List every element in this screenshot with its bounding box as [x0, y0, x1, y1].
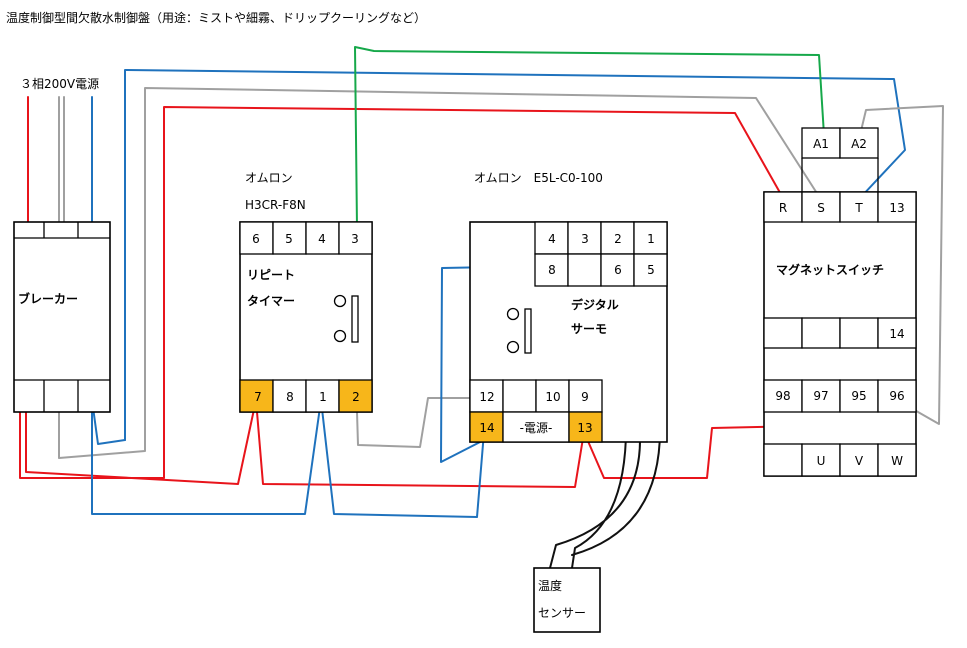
magnet-terminal-a2: A2 [851, 137, 867, 151]
thermo-terminal-13: 13 [577, 421, 592, 435]
thermo-power-label: -電源- [520, 421, 553, 435]
thermo-terminal-6: 6 [614, 263, 622, 277]
wire-red-phase [27, 96, 784, 233]
magnet-terminal-u: U [817, 454, 826, 468]
temperature-sensor: 温度 センサー [533, 567, 601, 633]
timer-maker: オムロン [245, 171, 293, 185]
timer-terminal-8: 8 [286, 390, 294, 404]
magnet-terminal-95: 95 [851, 389, 866, 403]
timer-model: H3CR-F8N [245, 198, 306, 212]
magnet-terminal-96: 96 [889, 389, 904, 403]
breaker-label: ブレーカー [18, 291, 78, 306]
thermo-terminal-8: 8 [548, 263, 556, 277]
magnet-mid-row: 14 [763, 317, 917, 349]
timer-label-1: リピート [247, 268, 295, 282]
thermo-terminal-2: 2 [614, 232, 622, 246]
timer-terminal-5: 5 [285, 232, 293, 246]
power-label: ３相200V電源 [20, 77, 99, 91]
timer-terminal-2: 2 [352, 390, 360, 404]
thermo-terminal-3: 3 [581, 232, 589, 246]
magnet-top-terminals: R S T 13 [763, 191, 917, 223]
thermo-bottom-terminals: 12 10 9 14 -電源- 13 [469, 379, 603, 443]
sensor-label-2: センサー [538, 606, 586, 620]
thermo-label-2: サーモ [571, 322, 607, 336]
wire-gray-feed [58, 399, 146, 459]
timer-relay-contact [333, 294, 359, 343]
diagram-title: 温度制御型間欠散水制御盤（用途：ミストや細霧、ドリップクーリングなど） [6, 10, 426, 25]
magnet-label: マグネットスイッチ [776, 262, 884, 277]
magnet-terminal-97: 97 [813, 389, 828, 403]
magnet-aux-terminals: 98 97 95 96 [763, 379, 917, 413]
magnet-terminal-s: S [817, 201, 825, 215]
thermo-terminal-1: 1 [647, 232, 655, 246]
timer-terminal-4: 4 [318, 232, 326, 246]
magnet-switch: A1 A2 R S T 13 マグネットスイッチ 14 98 [763, 127, 917, 477]
wire-blue-phase [91, 69, 906, 441]
wire-gray-timer-thermo [356, 397, 485, 448]
thermo-terminal-12: 12 [479, 390, 494, 404]
breaker: ブレーカー [13, 221, 111, 413]
thermo-terminal-4: 4 [548, 232, 556, 246]
magnet-terminal-a1: A1 [813, 137, 829, 151]
wire-green-coil [354, 46, 825, 229]
timer-terminal-6: 6 [252, 232, 260, 246]
repeat-timer: 6 5 4 3 リピート タイマー 7 8 1 2 [239, 221, 373, 413]
timer-bottom-terminals: 7 8 1 2 [239, 379, 373, 413]
thermo-header: オムロン E5L-C0-100 [474, 171, 603, 185]
wire-gray-phase [58, 87, 821, 438]
magnet-terminal-13: 13 [889, 201, 904, 215]
thermo-label-1: デジタル [571, 297, 619, 312]
magnet-terminal-t: T [854, 201, 863, 215]
timer-top-terminals: 6 5 4 3 [239, 221, 373, 255]
wire-blue-feed [91, 399, 485, 518]
magnet-terminal-w: W [891, 454, 903, 468]
timer-label-2: タイマー [247, 294, 295, 308]
thermo-top-terminals: 4 3 2 1 8 6 5 [534, 221, 668, 287]
thermo-terminal-5: 5 [647, 263, 655, 277]
magnet-terminal-98: 98 [775, 389, 790, 403]
timer-terminal-1: 1 [319, 390, 327, 404]
thermo-terminal-9: 9 [581, 390, 589, 404]
sensor-label-1: 温度 [538, 578, 562, 593]
timer-terminal-3: 3 [351, 232, 359, 246]
timer-terminal-7: 7 [254, 390, 262, 404]
wire-gray-a2 [859, 105, 944, 425]
digital-thermo: 4 3 2 1 8 6 5 デジタル サーモ 12 10 9 14 -電 [469, 221, 668, 443]
magnet-output-terminals: U V W [763, 443, 917, 477]
magnet-terminal-r: R [779, 201, 787, 215]
thermo-terminal-14: 14 [479, 421, 494, 435]
magnet-terminal-14: 14 [889, 327, 904, 341]
thermo-relay-contact [506, 307, 532, 354]
magnet-terminal-v: V [855, 454, 864, 468]
thermo-terminal-10: 10 [545, 390, 560, 404]
